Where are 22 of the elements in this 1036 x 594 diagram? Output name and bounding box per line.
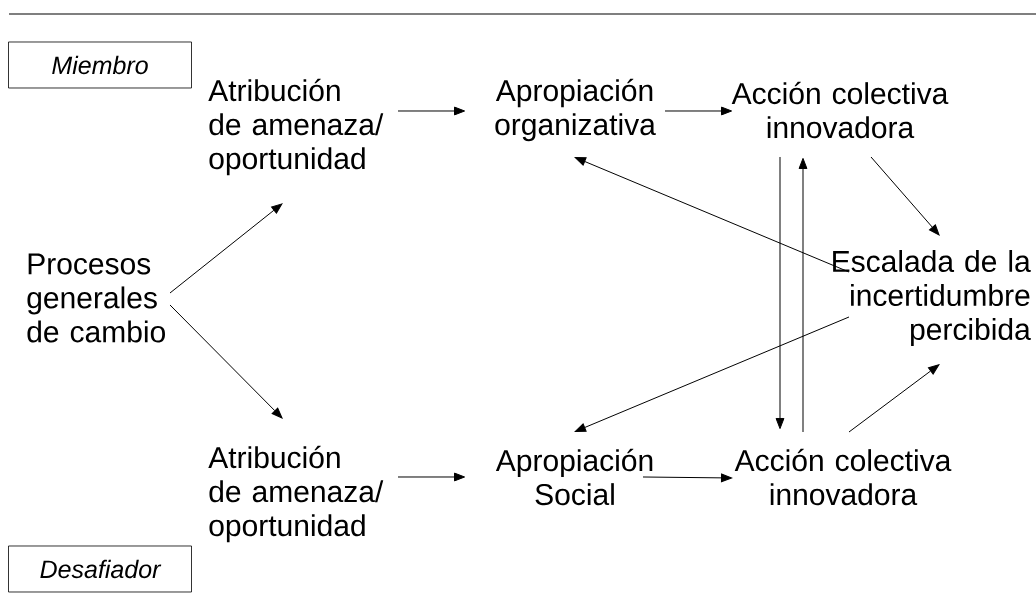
process-label: Apropiación organizativa xyxy=(495,78,656,142)
process-label: Apropiación Social xyxy=(495,448,653,506)
role-box: Miembro xyxy=(8,41,192,89)
process-label: Acción colectiva innovadora xyxy=(731,81,949,139)
arrow xyxy=(798,157,808,433)
arrow xyxy=(775,156,785,430)
process-label: Procesos generales de cambio xyxy=(27,253,165,343)
arrow xyxy=(397,472,466,482)
arrow xyxy=(574,157,850,273)
arrow xyxy=(642,473,733,483)
arrow xyxy=(848,364,940,433)
arrow xyxy=(397,106,466,116)
arrow xyxy=(169,304,283,419)
process-label: Acción colectiva innovadora xyxy=(734,448,952,506)
arrow xyxy=(664,106,733,116)
role-box: Desafiador xyxy=(8,545,192,593)
process-label: Atribución de amenaza/ oportunidad xyxy=(208,78,384,176)
process-label: Escalada de la incertidumbre percibida xyxy=(833,250,1031,346)
arrow xyxy=(870,156,940,236)
arrow xyxy=(169,203,283,294)
process-label: Atribución de amenaza/ oportunidad xyxy=(208,445,384,543)
arrow xyxy=(574,316,850,432)
